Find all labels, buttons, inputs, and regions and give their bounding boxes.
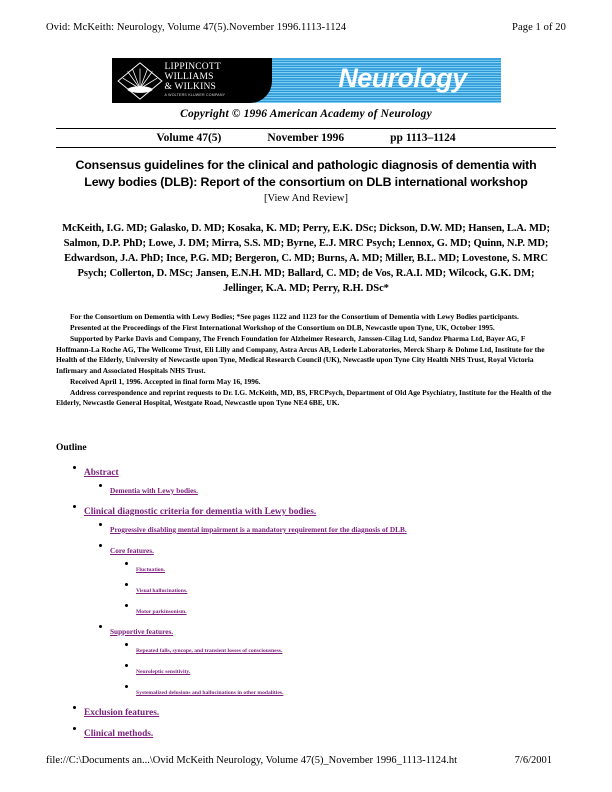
publisher-wordmark: Lippincott Williams & Wilkins A Wolters … [165,63,226,97]
footer-file-path: file://C:\Documents an...\Ovid McKeith N… [46,755,457,766]
outline-sublist-supportive-features: Repeated falls, syncope, and transient l… [110,639,556,699]
outline-link-visual-hallucinations[interactable]: Visual hallucinations. [136,587,188,594]
outline-item-dementia-with-lewy-bodies: Dementia with Lewy bodies. [99,480,556,498]
outline-item-neuroleptic-sensitivity: Neuroleptic sensitivity. [125,660,556,678]
note-consortium: For the Consortium on Dementia with Lewy… [70,312,519,322]
outline-link-systemalized-delusions[interactable]: Systemalized delusions and hallucination… [136,689,284,696]
outline-item-fluctuation: Fluctuation. [125,558,556,576]
outline-link-supportive-features[interactable]: Supportive features. [110,626,174,636]
volume-label: Volume 47(5) [156,132,222,144]
outline-link-repeated-falls[interactable]: Repeated falls, syncope, and transient l… [136,647,283,654]
lippincott-diamond-icon [116,61,163,100]
article-notes: For the Consortium on Dementia with Lewy… [56,312,556,409]
outline-link-motor-parkinsonism[interactable]: Motor parkinsonism. [136,608,187,615]
outline-link-clinical-methods[interactable]: Clinical methods. [84,728,154,739]
journal-title: Neurology [338,63,467,93]
journal-banner: Lippincott Williams & Wilkins A Wolters … [111,58,501,103]
volume-bar: Volume 47(5) November 1996 pp 1113–1124 [56,128,556,148]
copyright-line: Copyright © 1996 American Academy of Neu… [180,108,432,120]
outline-link-exclusion-features[interactable]: Exclusion features. [84,707,160,718]
outline-link-abstract[interactable]: Abstract [84,467,119,478]
outline-item-motor-parkinsonism: Motor parkinsonism. [125,600,556,618]
note-supported: Supported by Parke Davis and Company, Th… [56,334,545,375]
outline-link-progressive-disabling-mental-impairment[interactable]: Progressive disabling mental impairment … [110,524,407,534]
document-content: Lippincott Williams & Wilkins A Wolters … [56,58,556,744]
page-footer: file://C:\Documents an...\Ovid McKeith N… [46,755,566,766]
outline-item-visual-hallucinations: Visual hallucinations. [125,579,556,597]
outline-item-exclusion-features: Exclusion features. [73,702,556,720]
note-correspondence: Address correspondence and reprint reque… [56,387,552,408]
note-received: Received April 1, 1996. Accepted in fina… [70,376,261,386]
outline-item-clinical-methods: Clinical methods. [73,723,556,741]
outline-link-fluctuation[interactable]: Fluctuation. [136,566,166,573]
outline-link-dementia-with-lewy-bodies[interactable]: Dementia with Lewy bodies. [110,485,198,495]
outline-link-clinical-diagnostic-criteria[interactable]: Clinical diagnostic criteria for dementi… [84,506,317,517]
article-title: Consensus guidelines for the clinical an… [75,158,537,189]
page-header-document-title: Ovid: McKeith: Neurology, Volume 47(5).N… [46,22,347,33]
outline-item-repeated-falls: Repeated falls, syncope, and transient l… [125,639,556,657]
outline-item-core-features: Core features. Fluctuation. Visual hallu… [99,540,556,618]
outline-sublist-core-features: Fluctuation. Visual hallucinations. Moto… [110,558,556,618]
outline-item-clinical-diagnostic-criteria: Clinical diagnostic criteria for dementi… [73,501,556,699]
outline-item-systemalized-delusions: Systemalized delusions and hallucination… [125,681,556,699]
page-header: Ovid: McKeith: Neurology, Volume 47(5).N… [46,22,566,33]
publisher-name-line-2: Williams [164,72,214,83]
author-list: McKeith, I.G. MD; Galasko, D. MD; Kosaka… [62,223,550,295]
publisher-name-line-3: & Wilkins [164,81,216,92]
page-range-label: pp 1113–1124 [390,132,456,144]
outline-item-abstract: Abstract Dementia with Lewy bodies. [73,462,556,498]
outline-link-core-features[interactable]: Core features. [110,545,154,555]
outline-item-progressive-disabling-mental-impairment: Progressive disabling mental impairment … [99,519,556,537]
outline-sublist-abstract: Dementia with Lewy bodies. [84,480,556,498]
outline-item-supportive-features: Supportive features. Repeated falls, syn… [99,621,556,699]
page-header-page-number: Page 1 of 20 [512,22,566,33]
outline-sublist-clinical-diagnostic-criteria: Progressive disabling mental impairment … [84,519,556,699]
issue-date-label: November 1996 [267,132,345,144]
publisher-name-line-1: Lippincott [164,62,221,73]
note-presented: Presented at the Proceedings of the Firs… [70,323,495,333]
outline-link-neuroleptic-sensitivity[interactable]: Neuroleptic sensitivity. [136,668,191,675]
outline-list: Abstract Dementia with Lewy bodies. Clin… [56,462,556,741]
footer-print-date: 7/6/2001 [514,755,552,766]
publisher-logo: Lippincott Williams & Wilkins A Wolters … [111,58,272,103]
article-section-label: [View And Review] [264,193,348,204]
outline-heading: Outline [56,442,87,453]
publisher-tagline: A Wolters Kluwer Company [164,92,226,97]
